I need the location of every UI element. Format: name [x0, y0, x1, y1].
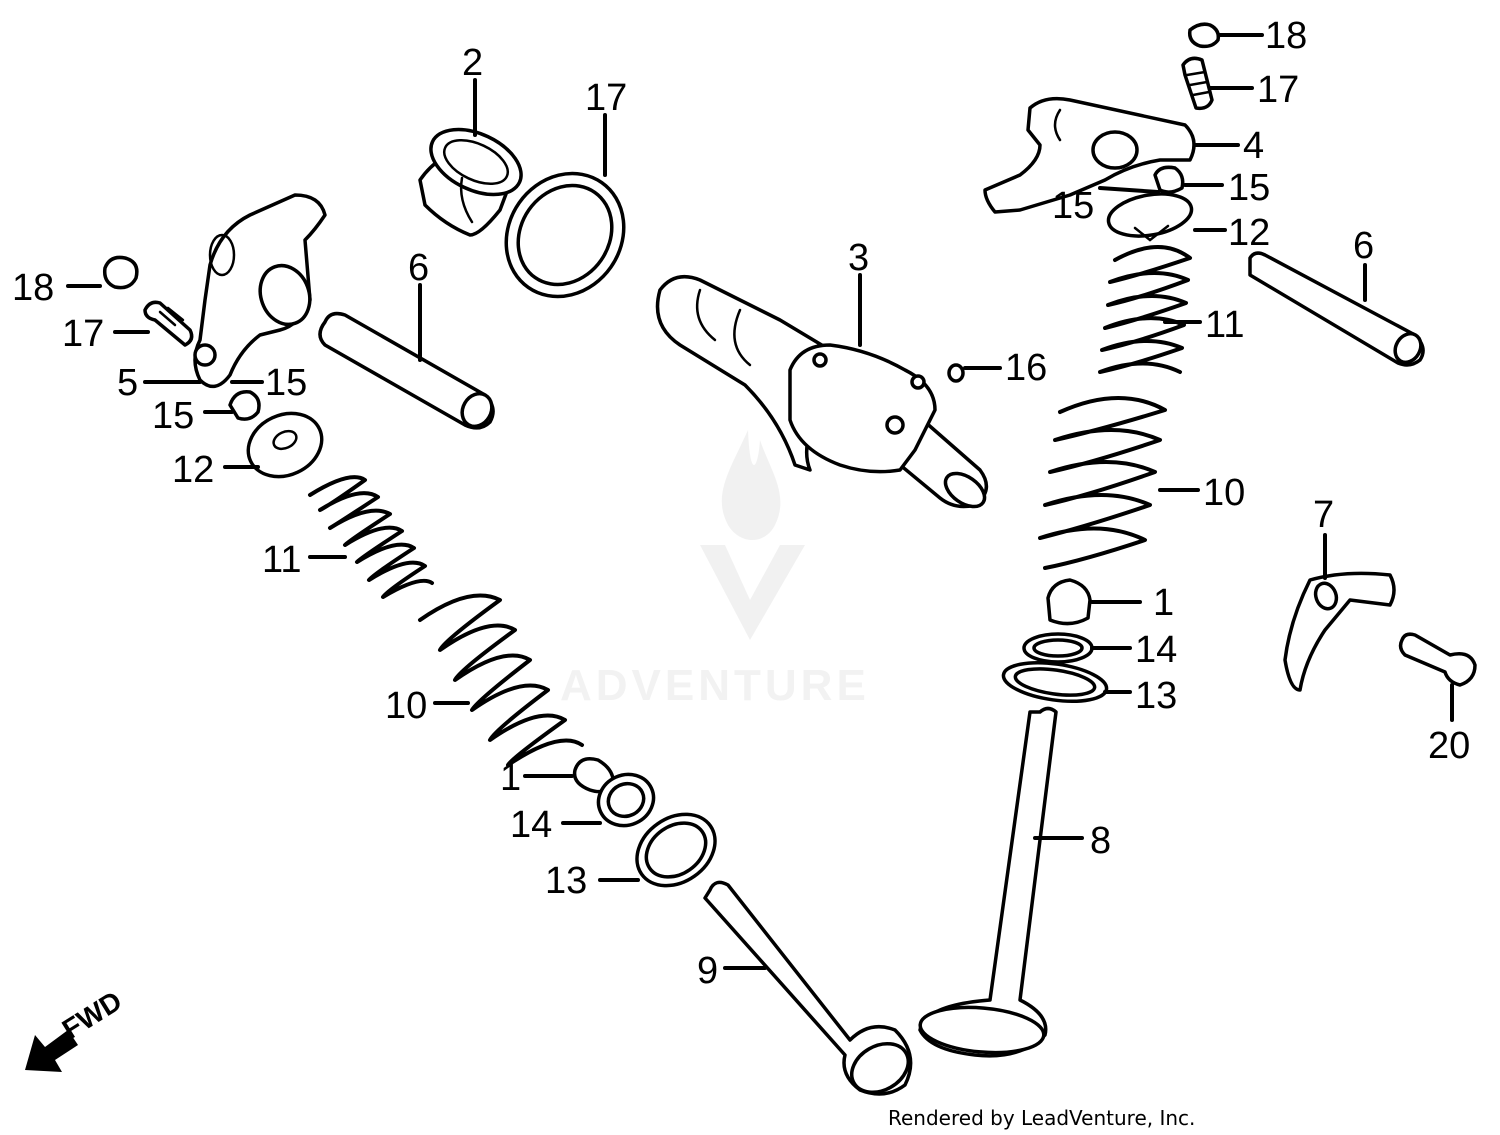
- part-adjuster-screw-right: [1181, 56, 1214, 111]
- part-lock-nut-left: [102, 255, 139, 290]
- part-spring-seat-right: [1001, 661, 1109, 703]
- part-valve-exhaust: [703, 880, 913, 1096]
- part-retainer-right: [1106, 192, 1194, 242]
- watermark-text: ADVENTURE: [560, 661, 870, 710]
- callout-15-right-b: 15: [1052, 185, 1094, 227]
- callout-11-right: 11: [1205, 304, 1244, 346]
- part-rocker-arm-left: [193, 193, 327, 389]
- part-camshaft: [655, 274, 989, 509]
- part-valve-intake: [918, 706, 1058, 1058]
- callout-6-right: 6: [1353, 225, 1374, 267]
- callout-17-left: 17: [62, 313, 104, 355]
- part-washer-left: [596, 772, 656, 828]
- callout-10-left: 10: [385, 685, 427, 727]
- part-collar: [418, 127, 523, 237]
- callout-12-left: 12: [172, 449, 214, 491]
- render-credit: Rendered by LeadVenture, Inc.: [888, 1106, 1195, 1130]
- callout-13-left: 13: [545, 860, 587, 902]
- callout-20: 20: [1428, 725, 1470, 767]
- callout-15-left-b: 15: [152, 395, 194, 437]
- fwd-label: FWD: [57, 985, 128, 1045]
- callout-7: 7: [1313, 494, 1334, 536]
- callout-15-left-a: 15: [265, 362, 307, 404]
- callout-3: 3: [848, 237, 869, 279]
- callout-17-right: 17: [1257, 69, 1299, 111]
- callout-14-right: 14: [1135, 629, 1177, 671]
- part-rocker-shaft-left: [318, 311, 495, 430]
- part-retainer-left: [246, 411, 324, 479]
- callout-1-left: 1: [500, 757, 521, 799]
- callout-9: 9: [697, 950, 718, 992]
- part-valve-seal-right: [1046, 578, 1092, 626]
- part-adjuster-screw-left: [143, 300, 194, 347]
- part-rocker-shaft-right: [1248, 251, 1425, 367]
- part-spring-seat-left: [635, 812, 717, 888]
- part-inner-spring-left: [308, 475, 434, 599]
- callout-18-left: 18: [12, 267, 54, 309]
- callout-6-left: 6: [408, 247, 429, 289]
- callout-16: 16: [1005, 347, 1047, 389]
- callout-5: 5: [117, 362, 138, 404]
- callout-14-left: 14: [510, 804, 552, 846]
- part-washer-right: [1022, 632, 1094, 664]
- part-cotters-right: [1153, 165, 1185, 194]
- callout-13-right: 13: [1135, 675, 1177, 717]
- callout-1-right: 1: [1153, 582, 1174, 624]
- callout-11-left: 11: [262, 539, 301, 581]
- callout-19: 17: [585, 77, 627, 119]
- part-dowel-small: [947, 363, 965, 383]
- part-inner-spring-right: [1098, 245, 1192, 374]
- part-plate: [1283, 571, 1396, 692]
- callout-2: 2: [462, 42, 483, 84]
- callout-12-right: 12: [1228, 212, 1270, 254]
- watermark-logo: ADVENTURE: [560, 430, 870, 710]
- part-outer-spring-right: [1038, 396, 1167, 570]
- part-o-ring-large: [504, 171, 626, 299]
- part-rocker-arm-right: [983, 96, 1196, 214]
- part-lock-nut-right: [1187, 22, 1221, 49]
- part-bolt: [1398, 632, 1477, 687]
- fwd-arrow: FWD: [25, 985, 127, 1072]
- callout-8: 8: [1090, 820, 1111, 862]
- callout-18-right: 18: [1265, 15, 1307, 57]
- leader-lines: [66, 33, 1454, 970]
- callout-15-right-a: 15: [1228, 167, 1270, 209]
- part-cotters-left: [228, 390, 261, 421]
- callout-labels: 2 17 3 16 6 18 17 5 15 15 12 11 10 1 14 …: [12, 15, 1470, 992]
- callout-10-right: 10: [1203, 472, 1245, 514]
- callout-4: 4: [1243, 125, 1264, 167]
- part-outer-spring-left: [418, 593, 584, 767]
